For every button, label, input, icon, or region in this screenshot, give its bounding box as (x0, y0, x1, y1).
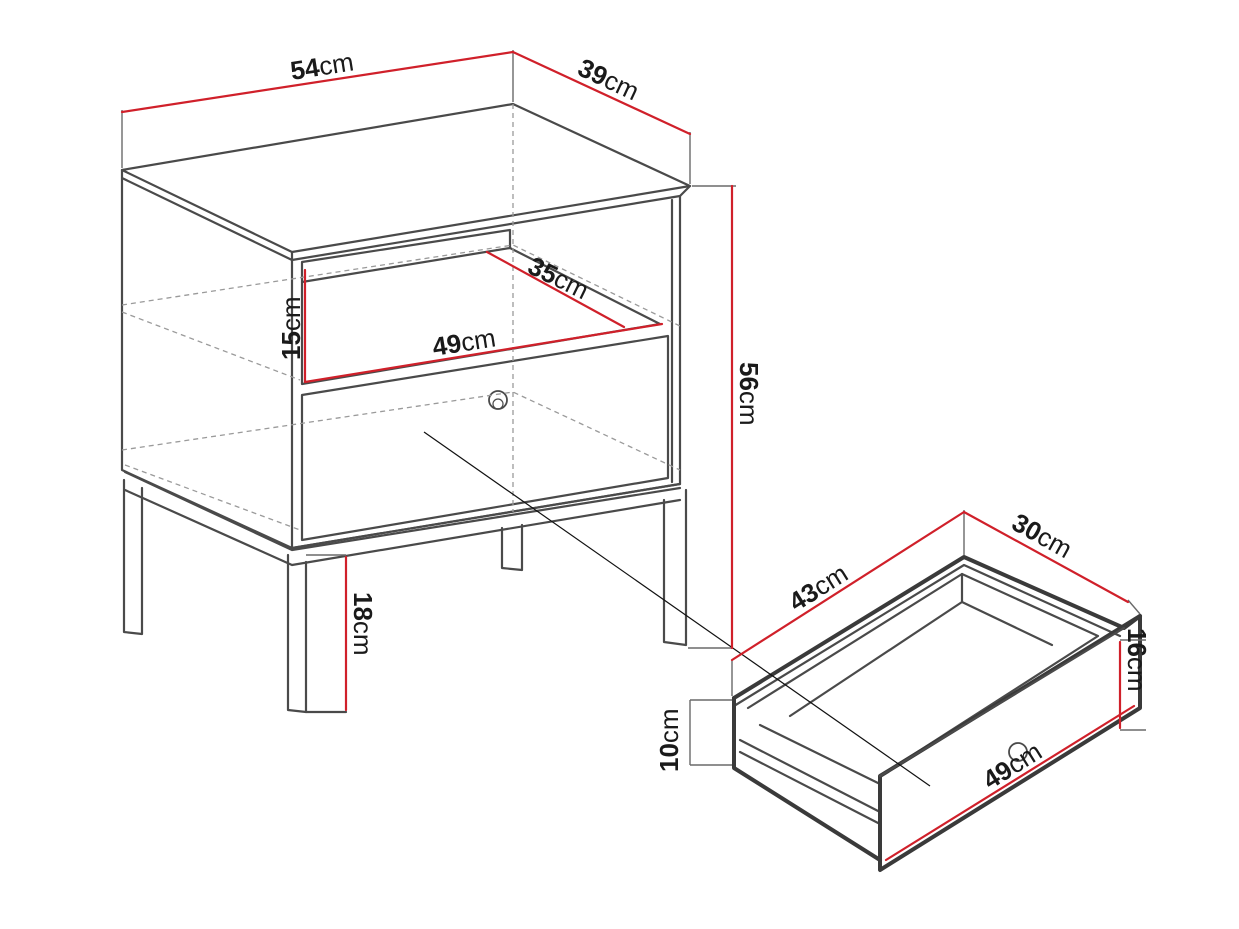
niche-recess (300, 228, 512, 284)
leg-front-center (286, 553, 308, 714)
top-slab (120, 102, 692, 254)
leg-back (500, 523, 524, 572)
label-drawer-side-h: 10cm (654, 708, 684, 772)
label-leg-height: 18cm (348, 592, 378, 656)
leader-line (423, 431, 931, 787)
body-right-side (290, 194, 682, 550)
drawer-front-panel (878, 614, 1142, 872)
nightstand-drawing (120, 102, 692, 714)
dim-line-niche-depth (485, 250, 626, 329)
label-niche-depth: 35cm (523, 250, 593, 305)
dim-line-drawer-width (884, 704, 1136, 862)
extension-lines (121, 50, 1146, 766)
body-left-side (120, 176, 294, 550)
drawer-left-side (732, 696, 882, 862)
dimension-labels: 54cm 39cm 56cm 15cm 35cm 49cm 18cm 43cm … (276, 46, 1152, 795)
label-total-height: 56cm (734, 362, 764, 426)
leg-front-right (662, 488, 688, 647)
dimension-lines (120, 50, 1136, 862)
label-top-depth: 39cm (573, 52, 643, 106)
dim-line-drawer-depth (730, 510, 966, 662)
drawer-removed-knob (1008, 742, 1028, 762)
leg-front-left (122, 478, 144, 636)
dim-line-drawer-width-top (962, 510, 1130, 604)
dim-line-top-depth (511, 50, 692, 136)
label-drawer-depth: 43cm (783, 558, 853, 617)
label-niche-width: 49cm (430, 322, 498, 362)
label-top-width: 54cm (288, 46, 356, 86)
dim-line-top-width (120, 50, 515, 114)
drawer-inner (746, 572, 1100, 778)
drawer-drawing (732, 555, 1142, 872)
label-drawer-front-h: 16cm (1122, 628, 1152, 692)
label-niche-height: 15cm (276, 296, 306, 360)
frame-top-rail (123, 470, 682, 567)
drawer-front (300, 334, 670, 542)
dim-line-niche-width (303, 322, 664, 384)
